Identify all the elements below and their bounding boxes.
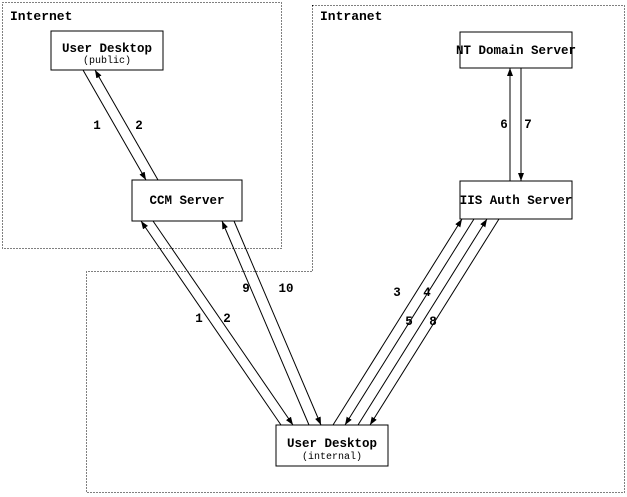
user-desktop-public-subtitle: (public) — [83, 55, 131, 67]
arrow-label-3: 3 — [393, 286, 401, 300]
arrow-label-4: 4 — [423, 286, 431, 300]
node-user-desktop-public: User Desktop (public) — [50, 30, 164, 71]
user-desktop-internal-title: User Desktop — [287, 437, 377, 451]
arrow-label-1-public: 1 — [93, 119, 101, 133]
arrow-4-iis-to-internal-desktop — [344, 218, 475, 426]
node-nt-domain-server: NT Domain Server — [456, 31, 576, 69]
internet-region-border — [2, 2, 282, 249]
node-user-desktop-internal: User Desktop (internal) — [275, 424, 389, 467]
arrow-3-internal-desktop-to-iis — [332, 218, 463, 426]
internet-region-label: Internet — [10, 9, 72, 24]
arrow-label-9: 9 — [242, 282, 250, 296]
nt-domain-server-title: NT Domain Server — [456, 44, 576, 58]
nt-domain-server-box — [459, 31, 573, 69]
arrow-8-iis-to-internal-desktop — [369, 218, 500, 426]
iis-auth-server-box — [459, 180, 573, 220]
arrow-label-8: 8 — [429, 315, 437, 329]
arrow-2-ccm-to-internal-desktop — [152, 220, 294, 426]
arrow-label-2-internal: 2 — [223, 312, 231, 326]
arrow-label-6: 6 — [500, 118, 508, 132]
arrow-label-2-public: 2 — [135, 119, 143, 133]
arrow-9-internal-desktop-to-ccm — [221, 220, 310, 426]
user-desktop-public-box — [50, 30, 164, 71]
node-ccm-server: CCM Server — [131, 179, 243, 222]
ccm-server-box — [131, 179, 243, 222]
arrow-label-1-internal: 1 — [195, 312, 203, 326]
arrow-10-ccm-to-internal-desktop — [233, 220, 322, 426]
user-desktop-internal-box — [275, 424, 389, 467]
arrow-1-public-desktop-to-ccm — [82, 69, 147, 181]
arrow-5-internal-desktop-to-iis — [357, 218, 488, 426]
node-iis-auth-server: IIS Auth Server — [459, 180, 573, 220]
iis-auth-server-title: IIS Auth Server — [460, 194, 573, 208]
intranet-region-border — [86, 5, 625, 493]
arrow-1-internal-desktop-to-ccm — [140, 220, 282, 426]
user-desktop-public-title: User Desktop — [62, 42, 152, 56]
arrow-label-10: 10 — [278, 282, 293, 296]
user-desktop-internal-subtitle: (internal) — [302, 451, 362, 463]
intranet-region-label: Intranet — [320, 9, 382, 24]
arrow-label-5: 5 — [405, 315, 413, 329]
ccm-server-title: CCM Server — [149, 194, 224, 208]
arrow-2-ccm-to-public-desktop — [94, 69, 159, 181]
arrow-label-7: 7 — [524, 118, 532, 132]
